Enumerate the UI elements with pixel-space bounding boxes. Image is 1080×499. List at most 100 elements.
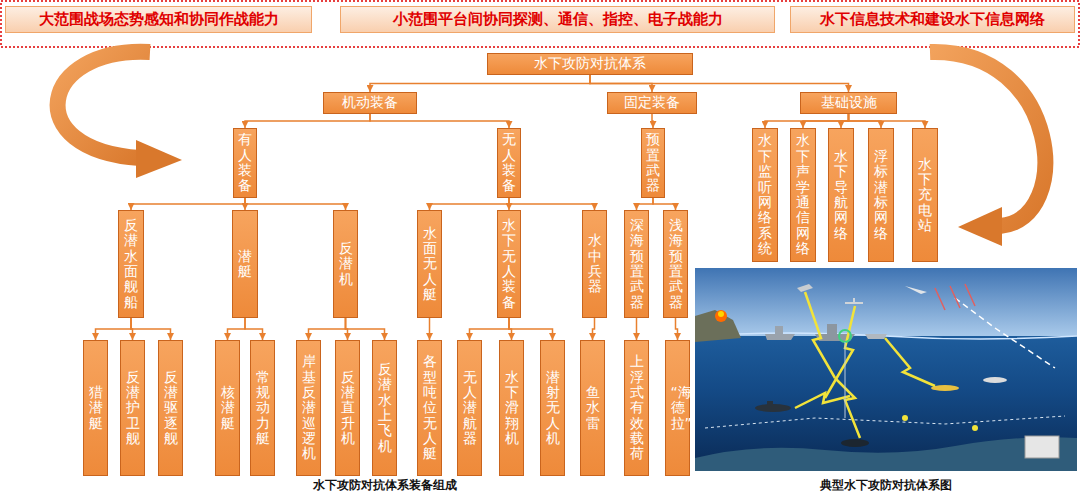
tree-connector — [470, 318, 510, 340]
tree-connector — [370, 75, 590, 92]
equipment-box: 深海预置武器 — [624, 210, 649, 318]
tree-connector — [509, 318, 553, 340]
box-label: 大范围战场态势感知和协同作战能力 — [39, 10, 279, 29]
box-label: 核潜艇 — [221, 385, 235, 431]
equipment-box: 水下监听网络系统 — [752, 128, 778, 262]
box-label: 水下声学通信网络 — [796, 133, 810, 256]
tree-connector — [245, 198, 346, 210]
equipment-box: 猎潜艇 — [83, 340, 108, 476]
equipment-box: 无人装备 — [497, 128, 521, 198]
box-label: 有人装备 — [238, 132, 252, 194]
box-label: 无人装备 — [502, 132, 516, 194]
capability-banner: 小范围平台间协同探测、通信、指控、电子战能力 — [340, 6, 775, 33]
box-label: 深海预置武器 — [630, 218, 644, 310]
equipment-box: 岸基反潜巡逻机 — [296, 340, 321, 476]
box-label: 反潜驱逐舰 — [164, 370, 178, 447]
box-label: 鱼水雷 — [586, 385, 600, 431]
equipment-box: 有人装备 — [233, 128, 257, 198]
box-label: 常规动力艇 — [256, 370, 270, 447]
tree-connector — [636, 318, 638, 340]
equipment-box: 反潜直升机 — [335, 340, 360, 476]
equipment-box: “海德拉” — [665, 340, 690, 476]
equipment-box: 各型吨位无人艇 — [417, 340, 442, 476]
equipment-box: 水下滑翔机 — [499, 340, 524, 476]
equipment-box: 无人潜航器 — [457, 340, 482, 476]
box-label: 水中兵器 — [588, 233, 602, 295]
equipment-box: 潜射无人机 — [540, 340, 565, 476]
box-label: 浮标潜标网络 — [874, 149, 888, 241]
equipment-box: 常规动力艇 — [250, 340, 275, 476]
box-label: 上浮式有效载荷 — [630, 354, 644, 462]
tree-connector — [131, 318, 171, 340]
tree-connector — [765, 114, 849, 128]
box-label: 水下滑翔机 — [505, 370, 519, 447]
equipment-box: 鱼水雷 — [580, 340, 605, 476]
tree-connector — [131, 198, 245, 210]
tree-connector — [637, 198, 654, 210]
equipment-box: 水下声学通信网络 — [790, 128, 816, 262]
equipment-box: 核潜艇 — [215, 340, 240, 476]
tree-connector — [676, 318, 678, 340]
tree-connector — [430, 198, 510, 210]
equipment-box: 反潜机 — [333, 210, 358, 318]
box-label: 反潜水面舰船 — [124, 218, 138, 310]
equipment-box: 潜艇 — [232, 210, 258, 318]
equipment-box: 水下导航网络 — [828, 128, 854, 262]
tree-connector — [652, 114, 653, 128]
tree-connector — [849, 114, 926, 128]
tree-connector — [841, 114, 849, 128]
equipment-box: 水下无人装备 — [497, 210, 521, 318]
box-label: 水下充电站 — [918, 157, 932, 234]
figure-caption: 典型水下攻防对抗体系图 — [820, 477, 952, 494]
equipment-box: 浅海预置武器 — [663, 210, 688, 318]
tree-connector — [309, 318, 346, 340]
box-label: 反潜护卫舰 — [126, 370, 140, 447]
figure-caption: 水下攻防对抗体系装备组成 — [313, 477, 457, 494]
box-label: 浅海预置武器 — [669, 218, 683, 310]
curved-arrow-head — [136, 140, 182, 178]
tree-connector — [593, 318, 595, 340]
equipment-box: 机动装备 — [323, 92, 417, 114]
box-label: “海德拉” — [671, 385, 685, 431]
tree-connector — [803, 114, 849, 128]
tree-connector — [245, 318, 263, 340]
box-label: 潜艇 — [238, 249, 252, 280]
equipment-box: 反潜水面舰船 — [118, 210, 144, 318]
box-label: 水下信息技术和建设水下信息网络 — [820, 10, 1045, 29]
box-label: 预置武器 — [646, 132, 660, 194]
tree-connector — [653, 198, 676, 210]
box-label: 水下攻防对抗体系 — [534, 55, 646, 73]
equipment-box: 反潜水上飞机 — [372, 340, 397, 476]
equipment-box: 反潜护卫舰 — [120, 340, 145, 476]
box-label: 水面无人艇 — [423, 226, 437, 303]
tree-connector — [370, 114, 509, 128]
capability-banner: 水下信息技术和建设水下信息网络 — [790, 6, 1075, 33]
equipment-box: 反潜驱逐舰 — [158, 340, 183, 476]
box-label: 机动装备 — [342, 94, 398, 112]
tree-connector — [429, 318, 431, 340]
box-label: 猎潜艇 — [89, 385, 103, 431]
equipment-box: 水面无人艇 — [417, 210, 442, 318]
box-label: 小范围平台间协同探测、通信、指控、电子战能力 — [393, 10, 723, 29]
box-label: 水下导航网络 — [834, 149, 848, 241]
tree-connector — [245, 114, 370, 128]
equipment-box: 水下攻防对抗体系 — [487, 53, 693, 75]
equipment-box: 水下充电站 — [912, 128, 938, 262]
curved-arrow — [930, 52, 1045, 226]
box-label: 水下无人装备 — [502, 218, 516, 310]
box-label: 各型吨位无人艇 — [423, 354, 437, 462]
scene-illustration — [695, 268, 1077, 471]
box-label: 岸基反潜巡逻机 — [302, 354, 316, 462]
equipment-box: 上浮式有效载荷 — [624, 340, 649, 476]
box-label: 潜射无人机 — [546, 370, 560, 447]
box-label: 反潜机 — [339, 241, 353, 287]
box-label: 固定装备 — [624, 94, 680, 112]
equipment-box: 浮标潜标网络 — [868, 128, 894, 262]
box-label: 无人潜航器 — [463, 370, 477, 447]
equipment-box: 预置武器 — [641, 128, 665, 198]
box-label: 水下监听网络系统 — [758, 133, 772, 256]
tree-connector — [509, 198, 595, 210]
